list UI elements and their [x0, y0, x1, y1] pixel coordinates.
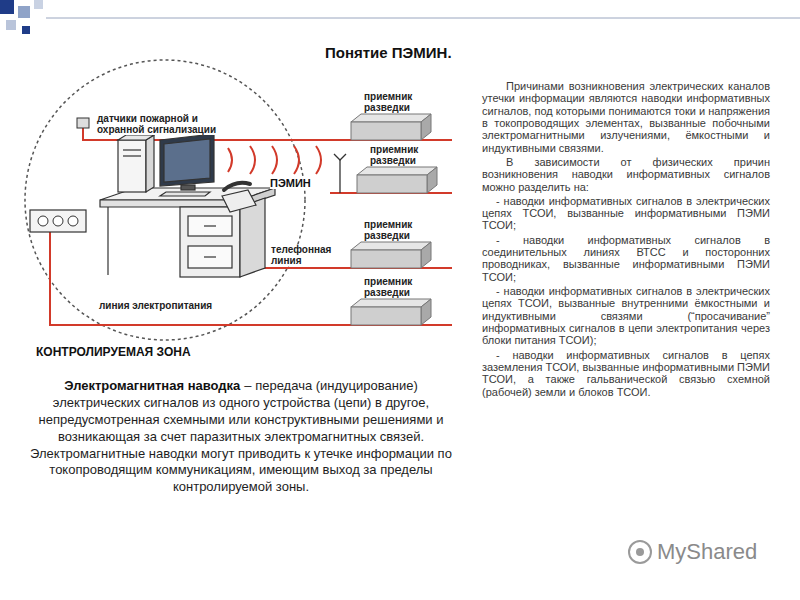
- drive-slot: [123, 155, 141, 156]
- emission-label: ПЭМИН: [270, 177, 311, 189]
- controlled-zone: [25, 60, 305, 340]
- receiver-shape: [356, 166, 438, 194]
- receiver-front: [351, 122, 421, 140]
- paragraph: - наводки информативных сигналов в цепях…: [482, 349, 770, 398]
- note-text: Электромагнитные наводки могут приводить…: [30, 446, 452, 495]
- wire-label: телефонная линия: [270, 244, 336, 266]
- socket-body: [30, 210, 86, 232]
- receiver-label: приемник разведки: [364, 92, 428, 113]
- term: Электромагнитная наводка: [64, 378, 240, 393]
- receiver-shape: [350, 298, 432, 326]
- receiver-top: [357, 167, 437, 175]
- watermark-dot: [636, 548, 644, 556]
- text-block: Причинами возникновения электрических ка…: [482, 80, 770, 400]
- keyboard: [160, 192, 210, 196]
- phone-body: [222, 190, 256, 212]
- system-unit: [118, 140, 146, 192]
- drive-slot: [123, 149, 141, 150]
- paragraph: - наводки информативных сигналов в элект…: [482, 285, 770, 347]
- receiver-shape: [350, 241, 432, 269]
- wires: [50, 128, 452, 325]
- receiver-side: [427, 167, 437, 193]
- computer: [118, 134, 214, 196]
- desk-drawers: [180, 207, 240, 277]
- wave: [316, 146, 321, 174]
- desk-drawer-side: [240, 198, 265, 277]
- sensor-icon: [77, 118, 89, 128]
- receiver-side: [421, 114, 431, 140]
- watermark-ring: [629, 541, 651, 563]
- receiver-box: приемник разведки: [350, 92, 432, 141]
- drawer: [188, 216, 232, 236]
- drawer-handle: [204, 256, 216, 257]
- receiver-shape: [350, 113, 432, 141]
- receiver-side: [421, 242, 431, 268]
- body-text: Причинами возникновения электрических ка…: [482, 80, 770, 154]
- deco-square: [0, 0, 14, 14]
- socket-outlet: [53, 216, 63, 226]
- header-rule: [46, 18, 800, 19]
- socket-outlet: [38, 216, 48, 226]
- receiver-box: приемник разведки: [350, 220, 432, 269]
- emission-waves: [228, 146, 321, 174]
- wave: [228, 148, 232, 172]
- watermark: MyShared: [657, 539, 757, 565]
- list-item: - наводки информативных сигналов в цепях…: [482, 349, 770, 398]
- telephone: [222, 183, 256, 212]
- zone-label: КОНТРОЛИРУЕМАЯ ЗОНА: [36, 345, 191, 359]
- list-item: - наводки информативных сигналов в элект…: [482, 285, 770, 346]
- receiver-top: [351, 114, 431, 122]
- header-decoration: [0, 0, 800, 34]
- phone-handset: [224, 183, 250, 190]
- title: Понятие ПЭМИН.: [325, 44, 452, 61]
- monitor-stand: [181, 185, 195, 190]
- deco-square: [34, 0, 43, 9]
- deco-square: [18, 6, 30, 18]
- drawer-handle: [204, 225, 216, 226]
- deco-square: [22, 26, 30, 34]
- wave: [294, 146, 299, 174]
- receiver-front: [357, 175, 427, 193]
- list-item: - наводки информативных сигналов в элект…: [482, 195, 770, 232]
- system-unit-side: [146, 135, 154, 192]
- power-socket: [30, 210, 86, 232]
- receiver-box: приемник разведки: [356, 145, 438, 194]
- receiver-box: приемник разведки: [350, 277, 432, 326]
- receiver-top: [351, 299, 431, 307]
- body-text: В зависимости от физических причин возни…: [482, 156, 770, 193]
- antenna: [334, 154, 346, 193]
- receiver-side: [421, 299, 431, 325]
- receiver-label: приемник разведки: [364, 220, 428, 241]
- watermark-icon: [629, 541, 651, 563]
- paragraph: - наводки информативных сигналов в соеди…: [482, 234, 770, 283]
- paragraph: - наводки информативных сигналов в элект…: [482, 195, 770, 232]
- deco-square: [6, 20, 16, 30]
- system-unit-top: [118, 135, 154, 140]
- paragraph: Причинами возникновения электрических ка…: [482, 80, 770, 154]
- receiver-top: [351, 242, 431, 250]
- antenna-head: [334, 154, 346, 160]
- paragraph: Электромагнитная наводка– передача (инду…: [25, 378, 457, 446]
- monitor: [160, 134, 214, 186]
- paragraph: В зависимости от физических причин возни…: [482, 156, 770, 193]
- drawer: [188, 246, 232, 268]
- monitor-screen: [164, 139, 210, 182]
- socket-outlet: [68, 216, 78, 226]
- receiver-front: [351, 250, 421, 268]
- wire-label: датчики пожарной и охранной сигнализации: [96, 113, 248, 135]
- desk: [100, 188, 275, 277]
- receiver-label: приемник разведки: [364, 277, 428, 298]
- phone-line: [252, 214, 452, 268]
- wave: [250, 146, 255, 174]
- paragraph: Электромагнитные наводки могут приводить…: [25, 446, 457, 497]
- receiver-label: приемник разведки: [370, 145, 434, 166]
- wire-label: линия электропитания: [98, 300, 213, 311]
- desk-edge: [100, 200, 240, 207]
- wave: [272, 146, 277, 174]
- text-block: Электромагнитная наводка– передача (инду…: [25, 378, 457, 496]
- receiver-front: [351, 307, 421, 325]
- antenna-mast: [339, 160, 340, 193]
- desk-leg: [107, 207, 108, 275]
- list-item: - наводки информативных сигналов в соеди…: [482, 234, 770, 283]
